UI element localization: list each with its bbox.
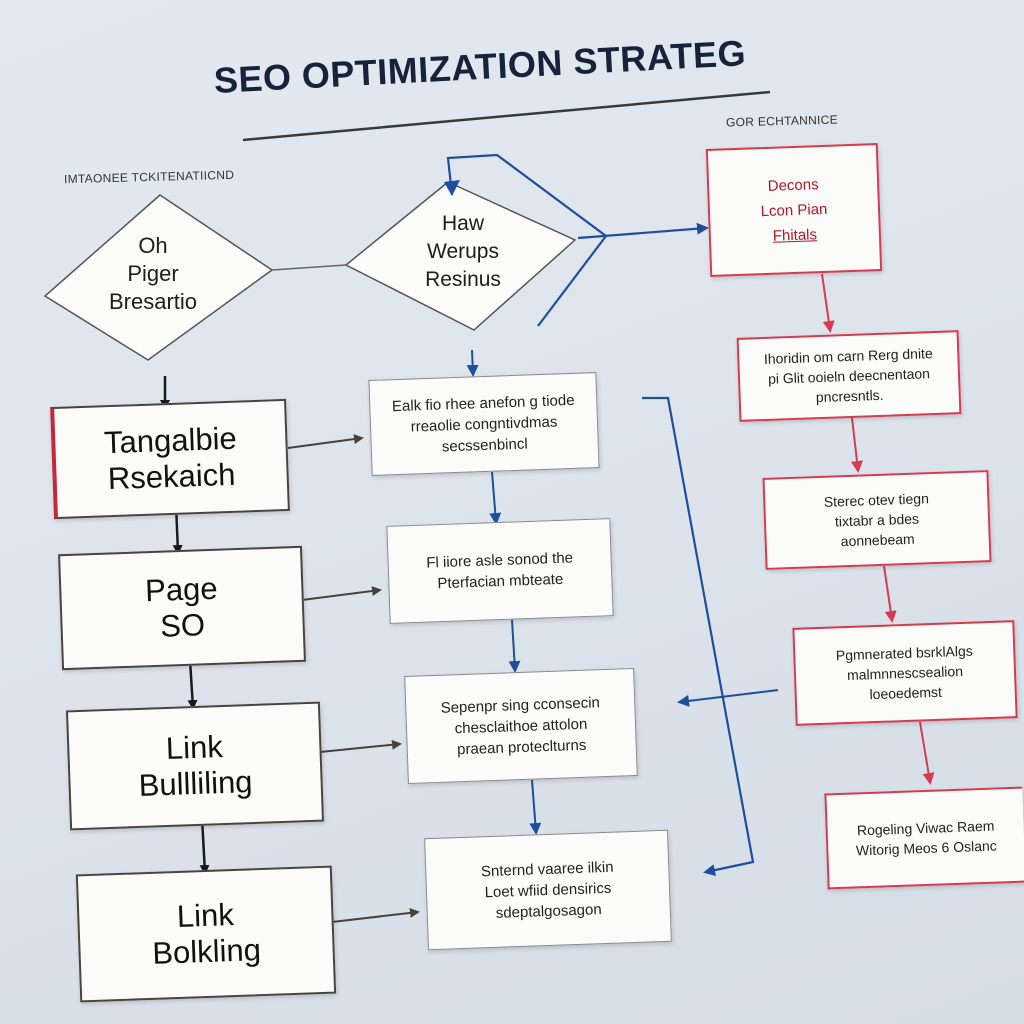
middle-step-3: Sepenpr sing cconsecin chesclaithoe atto…	[404, 668, 638, 784]
arrow-page-to-link	[187, 659, 198, 710]
arrow-r1-to-r2	[851, 417, 863, 473]
blue-loop-arrowhead	[444, 180, 460, 196]
right-step-0-line-2: Lcon Pian	[760, 200, 828, 220]
arrow-to-right-column	[577, 222, 709, 240]
diamond-1-label: Oh Piger Bresartio	[108, 233, 198, 314]
arrow-right-to-m3	[677, 689, 779, 707]
decision-diamond-1	[43, 194, 274, 361]
right-step-0-line-3: Fhitals	[772, 225, 818, 245]
right-step-0: Decons Lcon Pian Fhitals	[705, 143, 883, 277]
arrow-bolkling-to-m4	[331, 907, 420, 923]
right-step-1: Ihoridin om carn Rerg dnite pi Glit ooie…	[736, 330, 962, 422]
blue-bracket	[642, 396, 755, 876]
step-link-building: Link Bullliling	[65, 701, 325, 831]
middle-step-4: Snternd vaaree ilkin Loet wfiid densiric…	[424, 829, 672, 951]
arrow-r3-to-r4	[919, 721, 935, 785]
arrow-r0-to-r1	[821, 273, 835, 333]
arrow-m1-to-m2	[489, 471, 502, 525]
arrow-research-to-m1	[287, 434, 364, 449]
arrow-m3-to-m4	[529, 779, 542, 835]
middle-step-2: Fl iiore asle sonod the Pterfacian mbtea…	[386, 518, 614, 624]
blue-loop-top	[446, 153, 608, 327]
right-step-3: Pgmnerated bsrklAlgs malmnnescsealion lo…	[792, 620, 1018, 726]
step-page-seo: Page SO	[58, 545, 306, 671]
right-step-2: Sterec otev tiegn tixtabr a bdes aonnebe…	[762, 470, 992, 570]
step-tangible-research: Tangalbie Rsekaich	[50, 398, 290, 520]
right-caption: GOR ECHTANNICE	[725, 112, 839, 130]
arrow-diamond2-to-m1	[466, 349, 479, 377]
arrow-r2-to-r3	[883, 565, 897, 623]
arrow-m2-to-m3	[508, 619, 521, 673]
step-link-bolkling: Link Bolkling	[75, 865, 337, 1003]
diamond-connector	[271, 264, 347, 271]
right-step-0-line-1: Decons	[767, 175, 819, 195]
arrow-page-to-m2	[301, 586, 382, 601]
decision-diamond-2	[344, 181, 577, 331]
diamond-2-label: Haw Werups Resinus	[425, 212, 501, 291]
title-underline	[242, 90, 771, 142]
right-step-4: Rogeling Viwac Raem Witorig Meos 6 Oslan…	[824, 786, 1024, 890]
arrow-link-to-bolkling	[199, 817, 210, 875]
arrow-link-to-m3	[319, 739, 402, 753]
middle-step-1: Ealk fio rhee anefon g tiode rreaolie co…	[368, 372, 600, 476]
